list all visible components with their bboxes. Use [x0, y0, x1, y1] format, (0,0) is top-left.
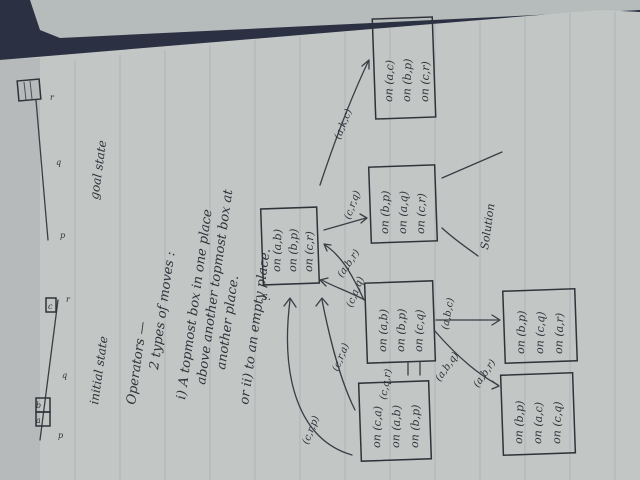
state-s6-line-1: on (b,p) [378, 190, 393, 234]
state-s2-line-1: on (a,b) [376, 309, 390, 352]
init-place-p: p [58, 431, 63, 440]
state-s4-line-2: on (a,c) [531, 402, 545, 444]
move-label-3: (c,q,r) [378, 368, 394, 400]
state-s3-line-1: on (c,a) [370, 406, 384, 448]
state-s5: on (b,p) on (c,q) on (a,r) [501, 287, 579, 365]
init-box-a: a [36, 416, 41, 425]
state-s-label: s. [262, 290, 271, 303]
previous-page-edge [30, 0, 640, 38]
state-s7: on (a,c) on (b,p) on (c,r) [371, 16, 437, 120]
state-s: on (a,b) on (b,p) on (c,r) [259, 206, 321, 286]
state-s5-line-2: on (c,q) [533, 311, 547, 354]
init-box-c: c [48, 302, 53, 311]
state-s5-line-1: on (b,p) [514, 310, 529, 354]
goal-place-q: q [56, 158, 61, 167]
transition-arrows [283, 59, 503, 456]
state-s6-line-2: on (a,q) [396, 191, 410, 234]
state-s3-line-3: on (b,p) [408, 404, 423, 448]
init-box-b: b [36, 401, 41, 410]
state-s2-line-3: on (c,q) [412, 309, 426, 352]
state-s4-line-3: on (c,q) [550, 401, 564, 444]
state-s2: on (a,b) on (b,p) on (c,q) [363, 280, 437, 364]
state-s5-line-3: on (a,r) [552, 313, 566, 355]
state-s3: on (c,a) on (a,b) on (b,p) [357, 380, 433, 462]
goal-state-sketch: p q r [16, 78, 65, 241]
state-s3-line-2: on (a,b) [389, 405, 403, 448]
state-s4: on (b,p) on (a,c) on (c,q) [499, 371, 577, 457]
state-s7-line-2: on (b,p) [400, 58, 415, 102]
state-s4-line-1: on (b,p) [512, 400, 527, 444]
solution-label: Solution [478, 203, 497, 251]
state-s-line-1: on (a,b) [270, 229, 284, 272]
state-s-line-2: on (b,p) [286, 228, 301, 272]
goal-place-p: p [60, 231, 65, 240]
init-place-r: r [66, 295, 71, 304]
state-s7-line-3: on (c,r) [418, 61, 432, 102]
state-s-line-3: on (c,r) [302, 231, 316, 272]
ruled-lines [74, 12, 616, 480]
state-s6-line-3: on (c,r) [414, 193, 428, 234]
goal-place-r: r [50, 93, 55, 102]
init-place-q: q [62, 371, 67, 380]
initial-state-sketch: a b c p q r [35, 295, 71, 441]
state-s2-line-2: on (b,p) [394, 308, 409, 352]
state-s7-line-1: on (a,c) [382, 60, 396, 102]
state-s6: on (b,p) on (a,q) on (c,r) [367, 164, 439, 244]
